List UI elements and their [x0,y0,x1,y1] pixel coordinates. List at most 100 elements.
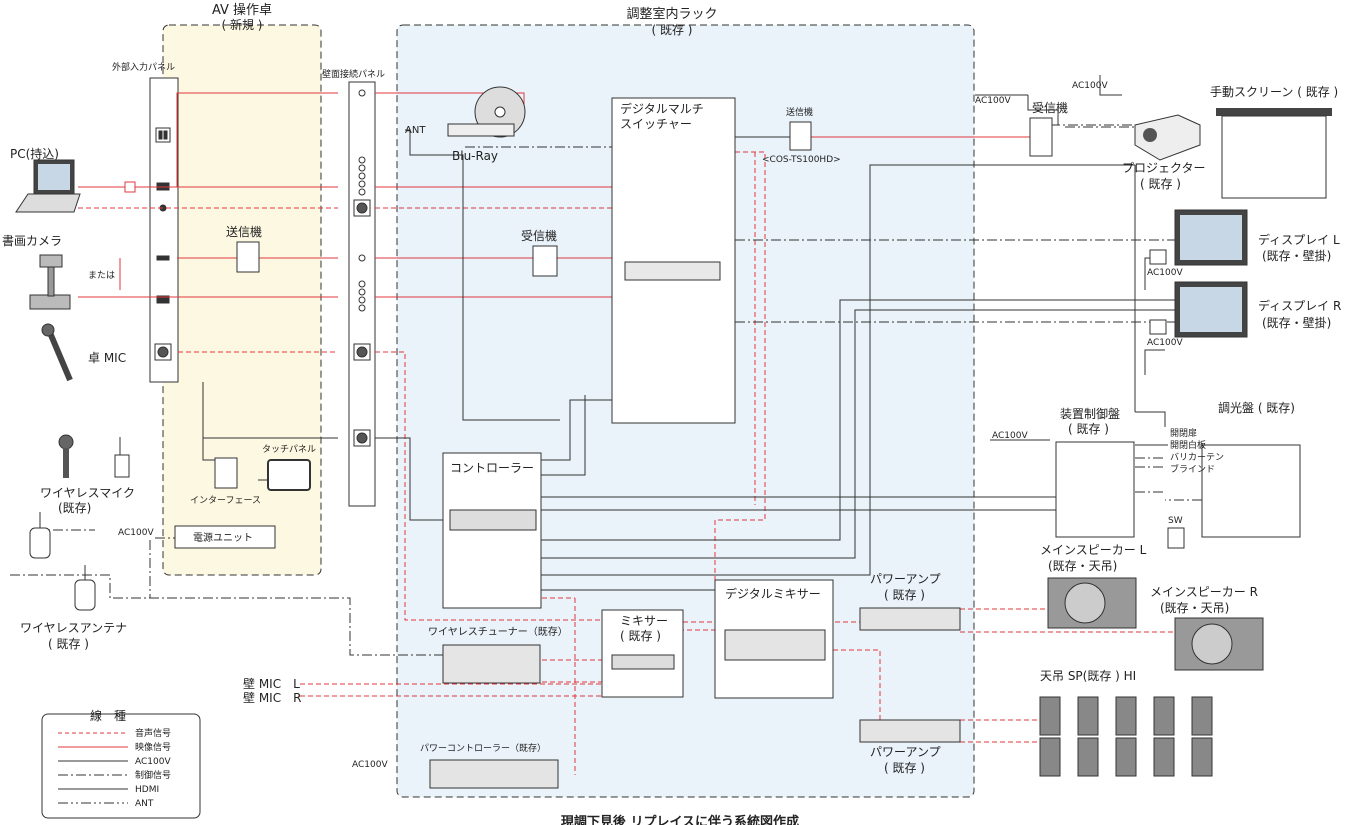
display-l-icon [1174,209,1248,266]
receiver-rack-label: 受信機 [521,228,557,243]
dimmer-item-2: 開閉白板 [1170,439,1206,451]
power-amp-1-label: パワーアンプ [870,572,941,586]
display-r-ac-box [1149,319,1167,335]
receiver-rack [532,245,558,277]
or-label: または [88,270,115,281]
power-amp-2-sub: ( 既存 ) [884,761,925,775]
projector-label: プロジェクター [1122,161,1206,175]
display-l-sub: (既存・壁掛) [1262,248,1331,263]
video-signal-lines [78,92,1030,298]
power-amp-1 [859,607,961,631]
wireless-antenna-sub: ( 既存 ) [48,637,89,651]
switcher-label-2: スイッチャー [620,117,692,131]
legend-label: AC100V [135,757,171,767]
display-l-ac-box [1149,249,1167,265]
control-panel-sub: ( 既存 ) [1068,422,1109,436]
controller-label: コントローラー [450,461,534,475]
dimmer-item-1: 開閉扉 [1170,427,1197,439]
rack-title: 調整室内ラック [626,6,717,22]
ac100v-control-panel: AC100V [992,431,1028,441]
bluray-icon [447,86,526,138]
controller-unit [449,509,537,531]
pc-vga-plug [124,181,136,193]
mixer-label: ミキサー [620,614,668,628]
digital-mixer-label: デジタルミキサー [725,586,821,601]
ant-label: ANT [405,125,426,136]
cos-model-label: <COS-TS100HD> [762,155,841,165]
pc-icon [15,159,81,213]
wireless-tuner [442,644,541,684]
mixer [601,609,684,698]
display-r-label: ディスプレイ R [1258,298,1341,313]
speaker-l-icon [1047,577,1137,629]
display-r-icon [1174,281,1248,338]
legend-label: 音声信号 [135,727,171,739]
ext-input-panel [149,77,179,383]
control-panel-label: 装置制御盤 [1060,406,1120,421]
audio-signal-lines [78,151,1175,775]
dimmer-item-4: ブラインド [1170,463,1215,475]
wireless-mic-label: ワイヤレスマイク [40,486,135,500]
speaker-r-icon [1174,617,1264,671]
receiver-projector [1029,117,1053,157]
console-title: AV 操作卓 [212,2,272,18]
power-amp-2 [859,719,961,743]
projector-icon [1134,114,1201,161]
digital-multi-switcher [611,97,736,424]
doc-camera-label: 書画カメラ [2,234,62,248]
interface-label: インターフェース [190,495,261,506]
power-amp-1-sub: ( 既存 ) [884,588,925,602]
wireless-mic-sub: (既存) [58,501,91,515]
ceiling-speakers [1039,696,1213,777]
ac100v-display-r: AC100V [1147,338,1183,348]
pc-label: PC(持込) [10,146,59,161]
dimmer-panel [1201,444,1301,538]
wireless-antenna-icon [29,512,96,611]
desk-mic-label: 卓 MIC [88,351,126,365]
legend-title: 線 種 [90,708,126,723]
display-l-label: ディスプレイ L [1258,232,1340,247]
screen-icon [1216,108,1332,199]
touch-panel[interactable] [267,459,311,491]
speaker-l-sub: (既存・天吊) [1048,559,1117,573]
wall-mic-r-label: 壁 MIC R [243,690,301,705]
ceiling-sp-label: 天吊 SP(既存 ) HI [1040,669,1136,683]
wireless-mic-icon [58,434,130,478]
screen-label: 手動スクリーン ( 既存 ) [1210,85,1338,99]
legend-label: 制御信号 [135,769,171,781]
sw-label: SW [1168,516,1183,526]
touch-panel-label: タッチパネル [262,444,316,455]
desk-mic-icon [41,323,73,382]
power-amp-2-label: パワーアンプ [870,745,941,759]
legend-label: 映像信号 [135,741,171,753]
bluray-label: Blu-Ray [452,149,498,163]
speaker-r-label: メインスピーカー R [1150,585,1258,599]
mixer-unit [611,654,675,670]
ac100v-receiver: AC100V [975,96,1011,106]
dimmer-item-3: バリカーテン [1170,452,1224,463]
power-unit [174,525,276,549]
doc-camera-icon [29,254,71,310]
transmitter-console-label: 送信機 [226,224,262,239]
digital-mixer-unit [724,629,826,661]
wall-mic-l-label: 壁 MIC L [243,676,300,691]
wireless-antenna-label: ワイヤレスアンテナ [20,621,127,635]
transmitter-console [236,241,260,273]
ac100v-display-l: AC100V [1147,268,1183,278]
wireless-tuner-label: ワイヤレスチューナー（既存） [428,625,568,638]
projector-sub: ( 既存 ) [1140,177,1181,191]
power-controller [429,759,559,789]
mixer-sub: ( 既存 ) [620,629,661,643]
display-r-sub: (既存・壁掛) [1262,315,1331,330]
ac100v-power-controller: AC100V [352,760,388,770]
console-subtitle: ( 新規 ) [222,17,263,32]
control-panel [1055,441,1135,538]
wall-panel-connectors [353,89,371,447]
wall-panel-label: 壁面接続パネル [322,68,385,80]
switcher-label-1: デジタルマルチ [620,101,704,116]
receiver-projector-label: 受信機 [1032,100,1068,115]
transmitter-rack-label: 送信機 [786,106,813,118]
rack-subtitle: ( 既存 ) [652,23,693,37]
speaker-r-sub: (既存・天吊) [1160,601,1229,615]
